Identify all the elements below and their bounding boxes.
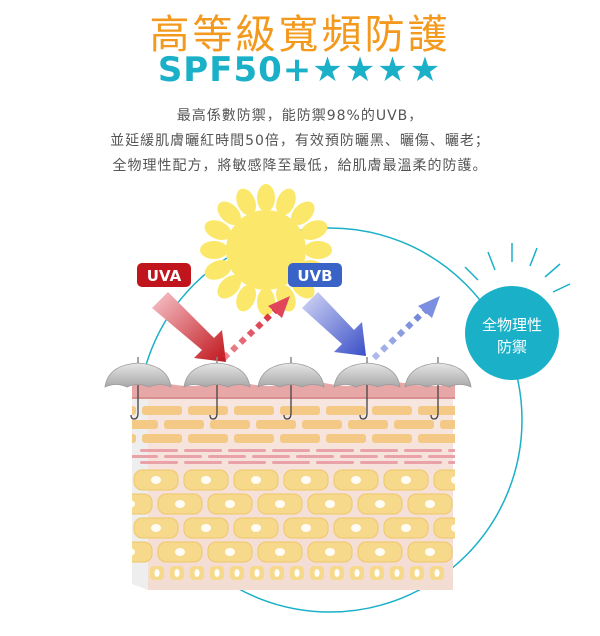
description-line-3: 全物理性配方，將敏感降至最低，給肌膚最溫柔的防護。	[112, 158, 488, 174]
badge-rays-icon	[464, 243, 571, 293]
description-line-1: 最高係數防禦，能防禦98%的UVB，	[176, 108, 424, 124]
uvb-reflected-arrow	[371, 296, 440, 361]
page-title: 高等級寬頻防護	[149, 12, 451, 58]
description-line-2: 並延緩肌膚曬紅時間50倍，有效預防曬黑、曬傷、曬老；	[110, 133, 490, 149]
uva-label: UVA	[137, 263, 191, 287]
svg-text:UVB: UVB	[297, 267, 332, 285]
description: 最高係數防禦，能防禦98%的UVB， 並延緩肌膚曬紅時間50倍，有效預防曬黑、曬…	[0, 104, 600, 179]
uvb-incoming-arrow	[302, 292, 366, 356]
physical-defense-badge: 全物理性 防禦	[464, 243, 571, 380]
umbrella-shields	[104, 357, 472, 420]
spf-rating: SPF50+★★★★	[0, 50, 600, 90]
uva-incoming-arrow	[152, 292, 226, 362]
badge-line-2: 防禦	[497, 338, 527, 356]
star-rating: ★★★★	[312, 50, 443, 90]
sun-icon	[200, 184, 332, 316]
skin-layers	[132, 382, 455, 590]
svg-text:UVA: UVA	[147, 267, 182, 285]
uva-reflected-arrow	[221, 296, 290, 361]
badge-line-1: 全物理性	[482, 316, 542, 334]
uvb-label: UVB	[288, 263, 342, 287]
spf-value: SPF50+	[157, 50, 313, 90]
